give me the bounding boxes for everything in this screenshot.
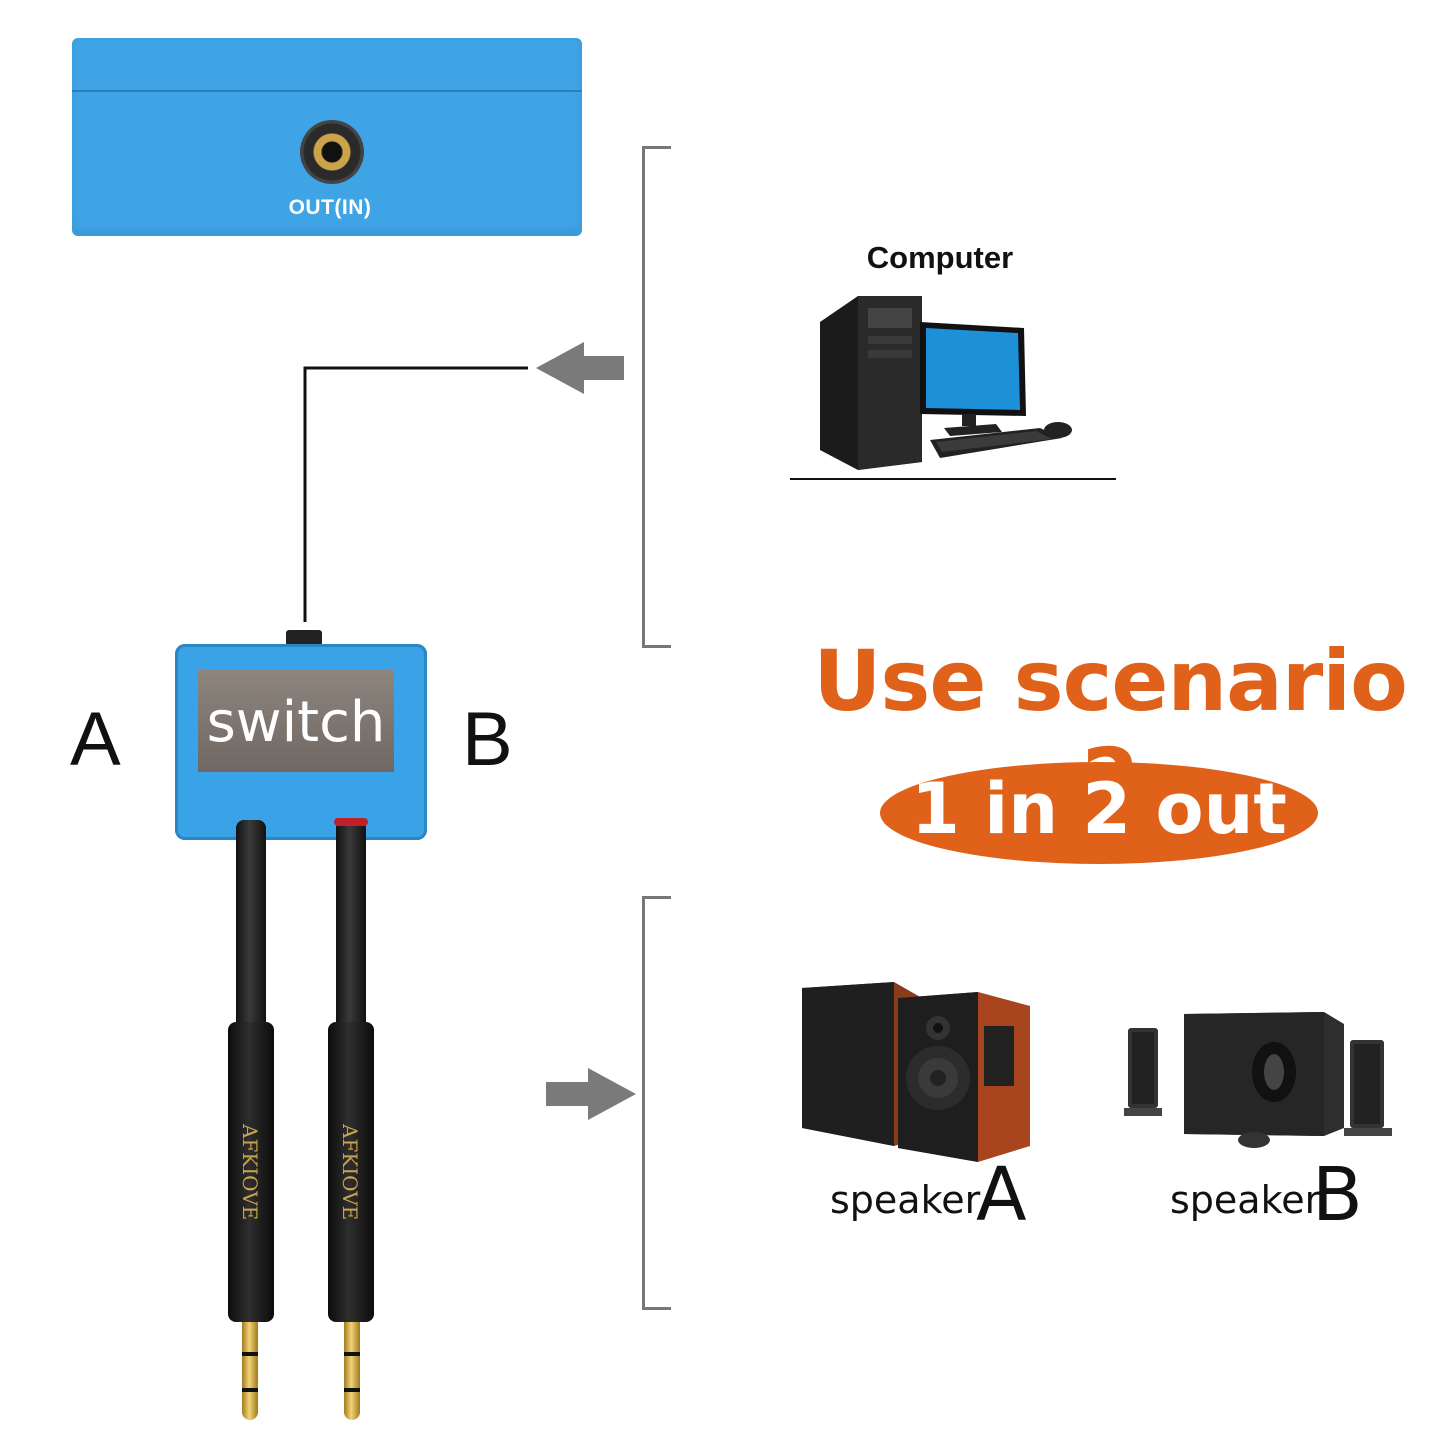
plug-b-body [328,1022,374,1322]
plug-a-ring [242,1352,258,1356]
arrow-left-icon [536,342,624,394]
speaker-a-label: speaker [830,1178,981,1222]
computer-icon [820,296,1072,470]
cable-a-brand: AFKIOVE [238,1124,262,1221]
cable-b [336,820,366,1030]
upper-bracket [642,146,671,648]
plug-a-ring-2 [242,1388,258,1392]
cable-b-red-ring [334,818,368,826]
plug-a-tip [242,1322,258,1420]
speaker-b-letter: B [1312,1152,1363,1238]
switch-push-button [286,630,322,646]
plug-a-body [228,1022,274,1322]
port-a-label: A [70,697,121,782]
switch-window [198,670,394,772]
computer-label: Computer [866,240,1014,275]
plug-b-ring-2 [344,1388,360,1392]
plug-b-ring [344,1352,360,1356]
scenario-title: Use scenario 2 [813,632,1408,828]
port-b-label: B [462,697,513,782]
switch-label: switch [206,690,386,755]
device-lid-seam [72,90,582,92]
speaker-b-icon [1124,1012,1392,1148]
cable-a [236,820,266,1030]
subtitle-pill [880,762,1318,864]
arrow-right-icon [546,1068,636,1120]
speaker-a-icon [802,982,1030,1162]
speaker-a-letter: A [976,1152,1027,1238]
speaker-b-label: speaker [1170,1178,1321,1222]
scenario-subtitle: 1 in 2 out [911,768,1287,850]
out-in-label: OUT(IN) [288,196,372,219]
out-in-jack [300,120,364,184]
lower-bracket [642,896,671,1310]
plug-b-tip [344,1322,360,1420]
cable-b-brand: AFKIOVE [338,1124,362,1221]
computer-desk-line [790,478,1116,480]
